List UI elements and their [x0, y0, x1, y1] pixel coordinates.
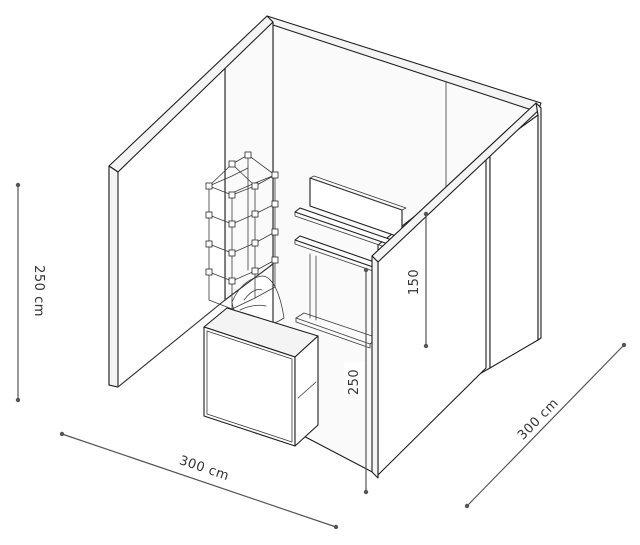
dimension-label-panel: 250 — [347, 369, 362, 395]
right-wall — [371, 102, 542, 479]
left-wall — [108, 15, 274, 388]
dimension-label-shelf: 150 — [407, 269, 422, 295]
dimension-label-height: 250 cm — [31, 265, 46, 317]
dimension-shelf-height: 150 — [403, 211, 429, 349]
wall-shelves — [294, 175, 407, 349]
counter — [203, 307, 319, 447]
dimension-height-left: 250 cm — [15, 182, 46, 403]
dimension-width-front: 300 cm — [59, 431, 339, 530]
dimension-panel-height: 250 — [344, 267, 369, 495]
